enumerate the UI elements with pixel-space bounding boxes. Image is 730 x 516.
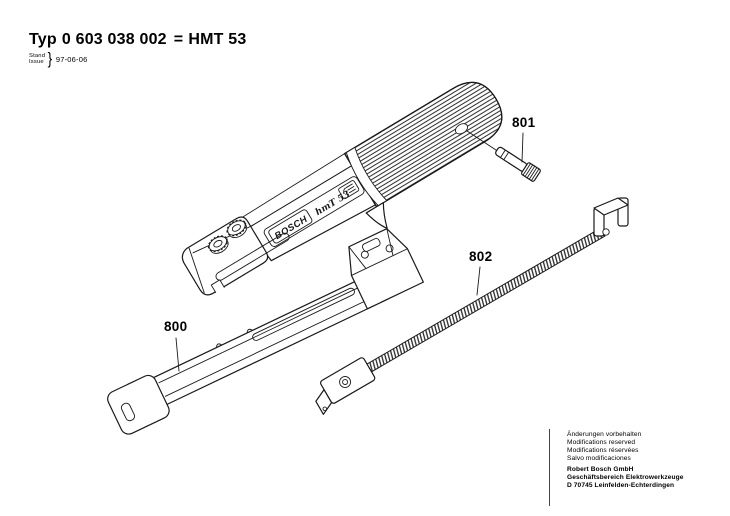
typ-label: Typ (29, 31, 57, 48)
part-label-801: 801 (512, 115, 536, 130)
notice-de: Änderungen vorbehalten (567, 431, 642, 438)
bosch-logo-box (268, 209, 313, 244)
rail-front-cap (107, 374, 170, 435)
thumb-nut-front (226, 219, 248, 239)
head-front-edge (188, 247, 205, 294)
housing-hole-right (385, 244, 394, 253)
rail-channel-lines (158, 279, 383, 397)
leader-line-800 (175, 337, 180, 372)
screw-knurl-lines (522, 163, 540, 182)
thumb-nut-rear (207, 235, 229, 254)
label-strip (263, 176, 365, 247)
type-plate-icon (338, 180, 360, 200)
staple-groove (215, 232, 290, 281)
footer-legal-block: Änderungen vorbehalten Modifications res… (567, 431, 684, 490)
front-cap-slot (120, 402, 136, 422)
screw-axis-line (466, 130, 497, 151)
handle-hatched-grip (343, 81, 503, 208)
model-name: HMT 53 (188, 31, 247, 48)
bracket-hole-center (342, 379, 349, 385)
notice-fr: Modifications réservées (567, 447, 639, 454)
issue-date: 97-06-06 (55, 54, 88, 64)
type-number: 0 603 038 002 (61, 31, 167, 48)
part-label-800: 800 (164, 319, 188, 334)
spring-hook-clip (593, 197, 629, 237)
notice-en: Modifications reserved (567, 439, 636, 446)
leader-line-802 (476, 266, 481, 296)
rail-stop-tabs (215, 328, 253, 349)
issue-label: Issue (29, 59, 44, 65)
bracket-hole (339, 376, 352, 388)
head-notch (210, 279, 225, 293)
hook-pin (602, 228, 610, 236)
screw-shaft (495, 146, 528, 172)
housing-slot (361, 238, 381, 252)
issue-date-block: Stand Issue } 97-06-06 (29, 49, 87, 69)
housing-hole-left (360, 250, 369, 259)
handle-sleeve-edge (345, 146, 388, 207)
equals-sign: = (173, 31, 184, 48)
footer-divider (549, 429, 550, 506)
leader-line-801 (521, 132, 524, 163)
screw-drawing (495, 146, 541, 182)
company-division: Geschäftsbereich Elektrowerkzeuge (567, 474, 684, 481)
screw-shaft-bands (499, 149, 510, 161)
part-label-802: 802 (469, 249, 493, 264)
notice-es: Salvo modificaciones (567, 455, 631, 462)
tool-head (181, 216, 269, 296)
hook-top-bar (593, 197, 629, 216)
brace-glyph: } (47, 49, 53, 68)
stand-label: Stand (29, 52, 46, 59)
handle-screw-hole (455, 123, 469, 135)
company-name: Robert Bosch GmbH (567, 466, 634, 473)
tab-notch (322, 406, 328, 412)
company-address: D 70745 Leinfelden-Echterdingen (567, 482, 675, 489)
magazine-rail-drawing (107, 228, 424, 435)
rail-slot (252, 287, 355, 341)
hammer-tacker-drawing: BOSCH hmT 53 (181, 81, 503, 296)
